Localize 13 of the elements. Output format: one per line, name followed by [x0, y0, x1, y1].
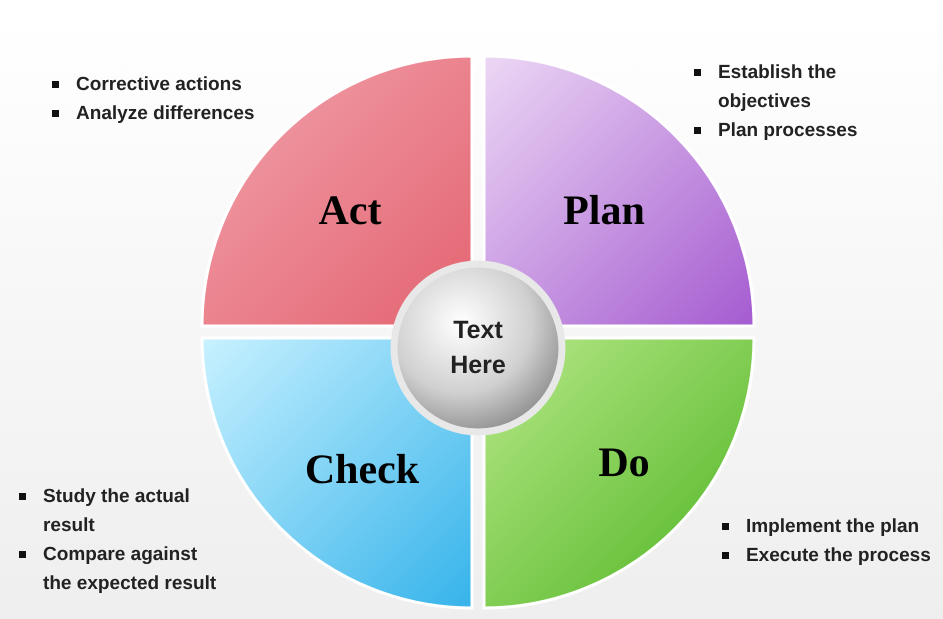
segment-title: Check [304, 446, 420, 494]
segment-title: Act [318, 187, 382, 235]
bullet-text: Corrective actions [76, 74, 242, 95]
bullet-text: Implement the plan [746, 516, 920, 537]
bullet-text: Analyze differences [76, 103, 254, 124]
center-text: Text Here [449, 315, 507, 381]
segment-title: Do [598, 439, 650, 487]
bullet-text: Establish the objectives [718, 62, 836, 112]
bullet-text: Compare against the expected result [43, 544, 216, 594]
bullet-text: Study the actual result [43, 486, 190, 536]
bullet-text: Execute the process [746, 545, 931, 566]
segment-title: Plan [563, 187, 645, 235]
bullet-text: Plan processes [718, 120, 858, 141]
